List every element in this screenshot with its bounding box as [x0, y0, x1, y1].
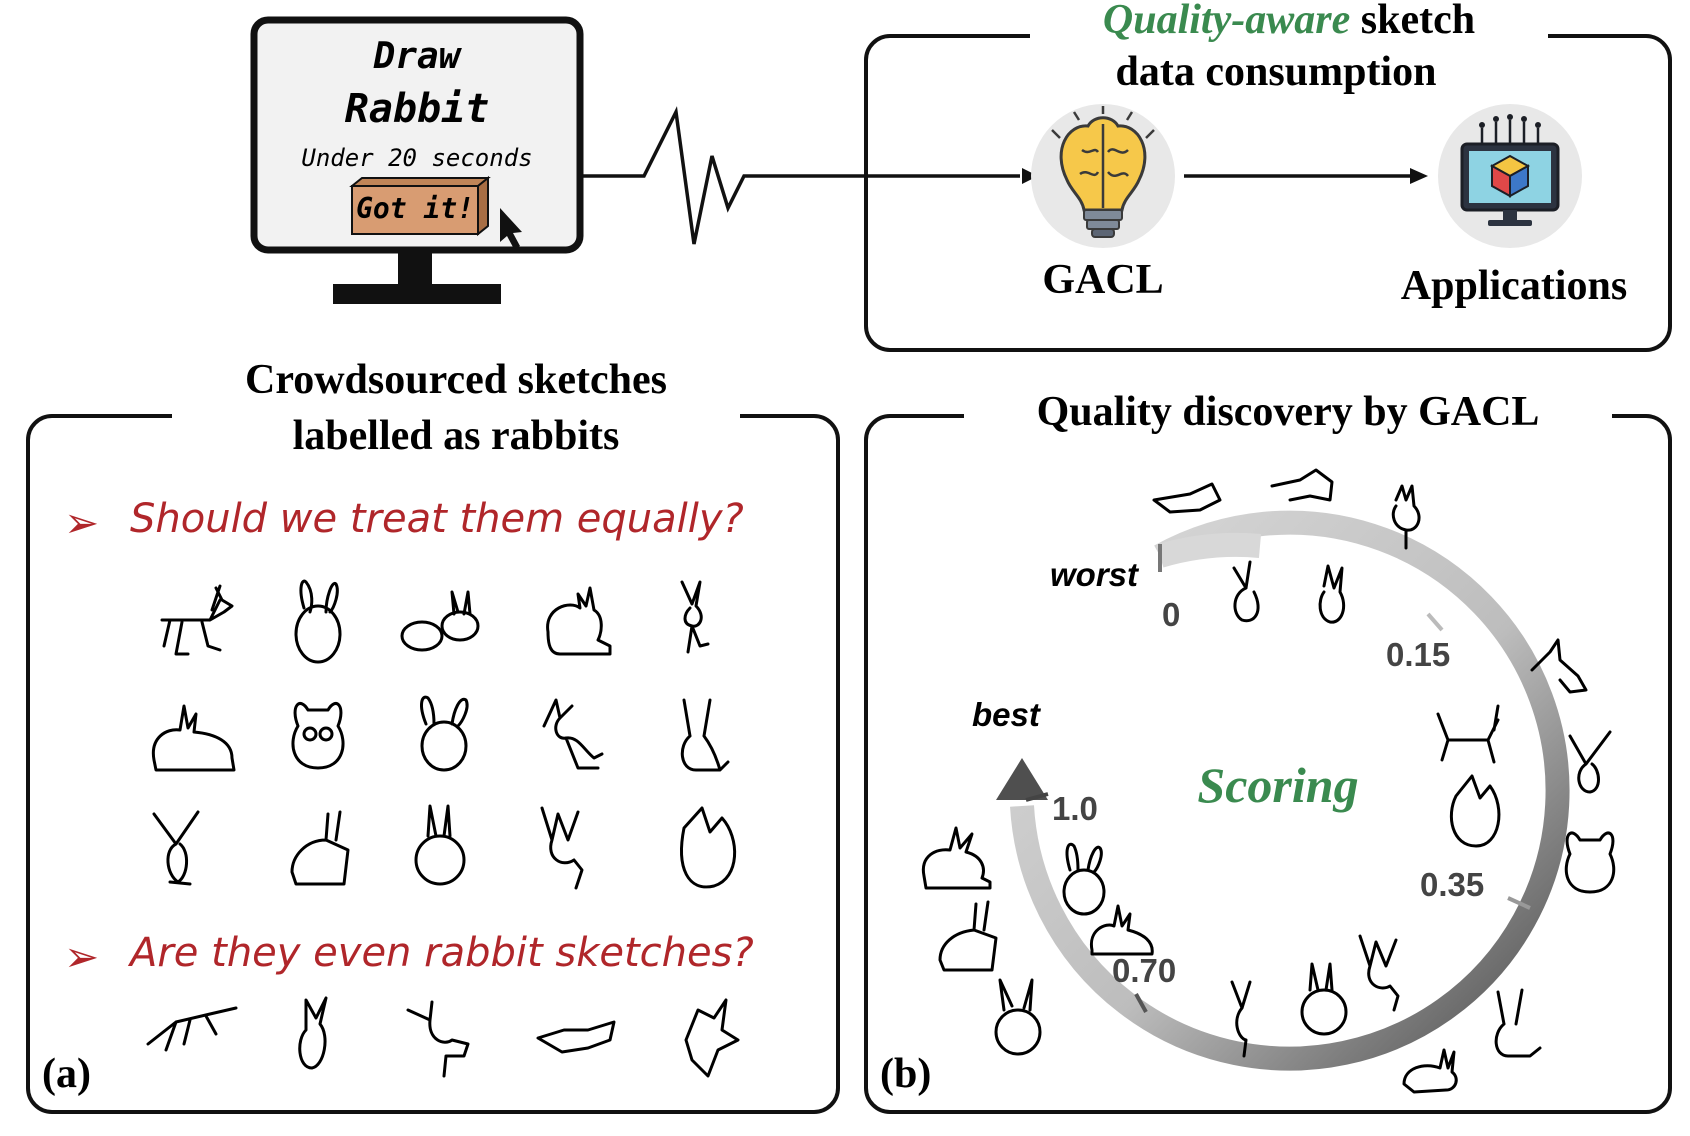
- arrow-head-to-gacl: [1022, 168, 1038, 184]
- rabbit-sketch: [1494, 988, 1542, 1058]
- rabbit-sketch: [680, 806, 736, 889]
- panel-b-title: Quality discovery by GACL: [964, 384, 1612, 440]
- ring-arrow-head: [996, 758, 1048, 800]
- rabbit-sketch: [1270, 468, 1334, 502]
- tick-0-15: 0.15: [1386, 636, 1451, 673]
- monitor-draw-text: Draw: [373, 36, 461, 77]
- ambiguous-sketch: [406, 1000, 470, 1078]
- rabbit-sketch: [1436, 704, 1500, 764]
- rabbit-sketch: [542, 698, 604, 770]
- ambiguous-sketch: [146, 1006, 238, 1052]
- consumption-title-em: Quality-aware: [1102, 0, 1351, 43]
- panel-a-title: Crowdsourced sketches labelled as rabbit…: [172, 352, 740, 464]
- consumption-title-line2: data consumption: [1115, 49, 1437, 95]
- panel-a-tag: (a): [42, 1051, 91, 1097]
- best-label: best: [972, 696, 1040, 733]
- rabbit-sketch: [546, 586, 612, 656]
- sketch-grid-a: [146, 579, 740, 1078]
- applications-monitor-icon: [1438, 104, 1582, 248]
- rabbit-sketch: [294, 579, 342, 664]
- arrow-head-to-apps: [1410, 168, 1428, 184]
- panel-a-title-line2: labelled as rabbits: [292, 413, 620, 459]
- gacl-label: GACL: [1042, 257, 1164, 303]
- rabbit-sketch: [1062, 842, 1106, 916]
- rabbit-sketch: [414, 804, 466, 886]
- consumption-title-rest: sketch: [1350, 0, 1476, 43]
- scoring-label: Scoring: [1197, 757, 1359, 813]
- rabbit-sketch: [400, 590, 480, 652]
- applications-label: Applications: [1400, 263, 1628, 309]
- rabbit-sketch: [994, 978, 1042, 1056]
- tick-0-35: 0.35: [1420, 866, 1485, 903]
- ambiguous-sketch: [684, 998, 740, 1078]
- rabbit-sketch: [1402, 1048, 1458, 1094]
- rabbit-sketch: [152, 810, 200, 886]
- rabbit-sketch: [540, 806, 584, 890]
- worst-label: worst: [1050, 556, 1139, 593]
- rabbit-sketch: [1089, 904, 1154, 956]
- rabbit-sketch: [1318, 564, 1346, 624]
- got-it-button[interactable]: Got it!: [355, 192, 474, 225]
- sketch-ring-b: [921, 468, 1616, 1094]
- cursor-icon: [500, 208, 522, 249]
- got-it-button-shape: [349, 175, 491, 237]
- signal-line: [582, 106, 1020, 245]
- rabbit-sketch: [420, 695, 469, 772]
- ambiguous-sketch: [298, 996, 328, 1070]
- rabbit-sketch: [160, 584, 234, 656]
- rabbit-sketch: [1564, 831, 1616, 894]
- rabbit-sketch: [1391, 484, 1421, 550]
- consumption-title: Quality-aware sketch: [1030, 0, 1548, 48]
- brain-bulb-icon: [1031, 104, 1175, 248]
- rabbit-sketch: [291, 702, 345, 770]
- monitor-time-text: Under 20 seconds: [301, 144, 533, 172]
- rabbit-sketch: [921, 826, 992, 890]
- monitor-rabbit-text: Rabbit: [344, 86, 490, 132]
- rabbit-sketch: [1300, 962, 1348, 1036]
- rabbit-sketch: [680, 698, 730, 772]
- rabbit-sketch: [1232, 560, 1260, 623]
- triangle-bullet-icon: ➢: [64, 498, 100, 547]
- rabbit-sketch: [1449, 774, 1501, 848]
- ambiguous-sketch: [536, 1020, 616, 1054]
- triangle-bullet-icon: ➢: [64, 932, 100, 981]
- rabbit-sketch: [1152, 482, 1222, 514]
- rabbit-sketch: [1568, 730, 1612, 794]
- rabbit-sketch: [680, 580, 710, 654]
- rabbit-sketch: [1358, 934, 1400, 1012]
- question-1: Should we treat them equally?: [130, 496, 744, 542]
- rabbit-sketch: [151, 704, 236, 772]
- tick-1-0: 1.0: [1052, 790, 1098, 827]
- question-2: Are they even rabbit sketches?: [130, 930, 754, 976]
- panel-a-title-line1: Crowdsourced sketches: [245, 357, 667, 403]
- scoring-ring: [996, 510, 1570, 1071]
- rabbit-sketch: [290, 810, 350, 886]
- tick-0-70: 0.70: [1112, 952, 1177, 989]
- panel-b-tag: (b): [880, 1051, 932, 1097]
- monitor-icon: [250, 16, 584, 304]
- rabbit-sketch: [1230, 980, 1252, 1058]
- rabbit-sketch: [938, 900, 998, 972]
- rabbit-sketch: [1530, 638, 1588, 694]
- tick-0: 0: [1162, 596, 1181, 633]
